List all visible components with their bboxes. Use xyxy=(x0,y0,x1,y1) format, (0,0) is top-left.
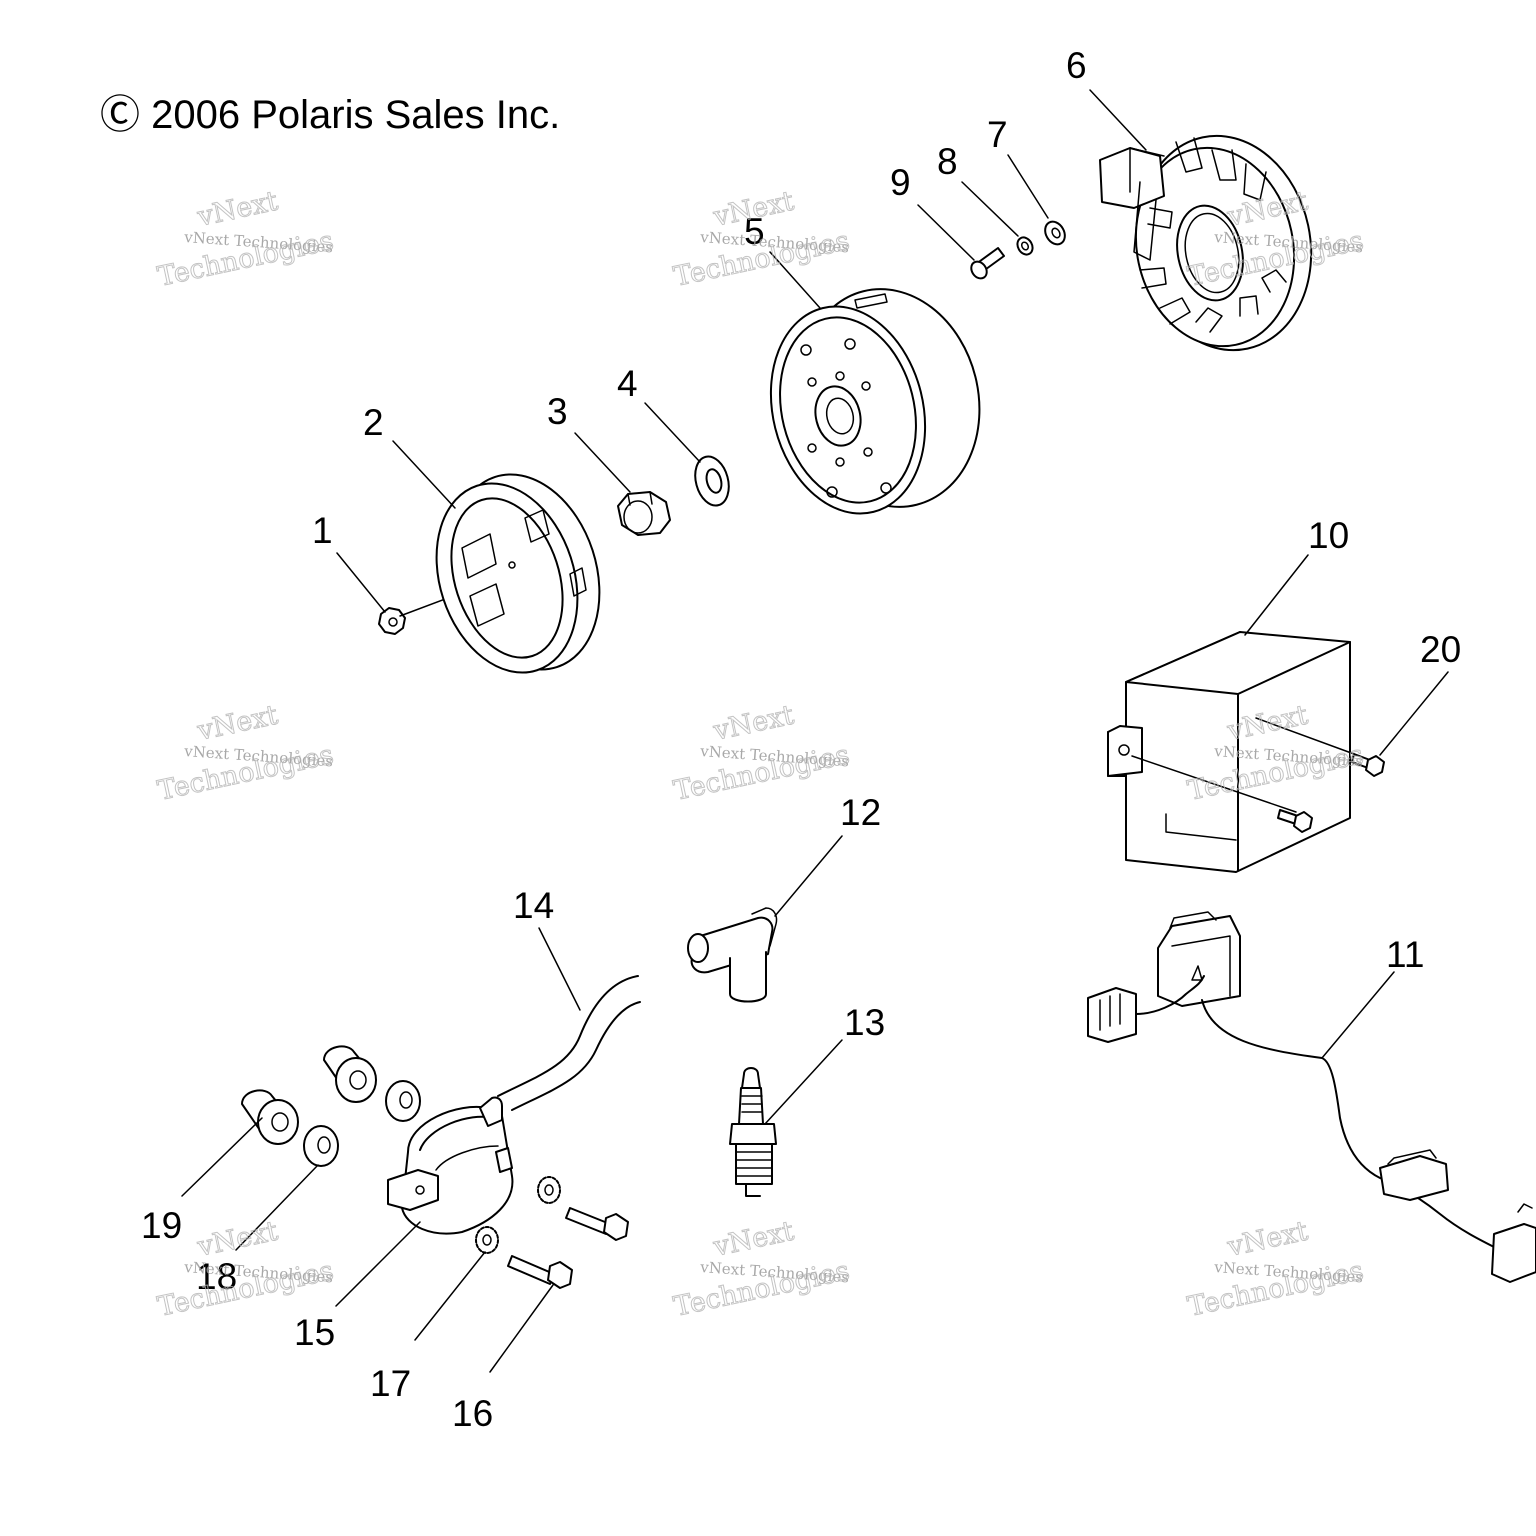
part-12-spark-plug-cap xyxy=(687,907,778,1003)
callout-8: 8 xyxy=(937,141,958,182)
svg-text:vNext: vNext xyxy=(194,700,281,747)
part-2-starter-cup xyxy=(435,473,601,674)
callout-6: 6 xyxy=(1066,45,1087,86)
part-4-washer xyxy=(694,455,730,507)
svg-text:vNext: vNext xyxy=(194,1216,281,1263)
callout-16: 16 xyxy=(452,1393,493,1434)
part-14-ignition-wire xyxy=(497,975,641,1111)
svg-text:vNext: vNext xyxy=(710,700,797,747)
part-5-flywheel xyxy=(769,288,981,515)
part-11-wire-harness xyxy=(1087,911,1536,1283)
callout-7: 7 xyxy=(987,114,1008,155)
callout-18: 18 xyxy=(196,1256,237,1297)
callout-3: 3 xyxy=(547,391,568,432)
leader-lines xyxy=(181,89,1449,1373)
svg-text:vNext: vNext xyxy=(194,186,281,233)
part-10-cdi-box xyxy=(1107,631,1355,873)
callout-10: 10 xyxy=(1308,515,1349,556)
callout-1: 1 xyxy=(312,510,333,551)
callout-20: 20 xyxy=(1420,629,1461,670)
copyright-text: Ⓒ 2006 Polaris Sales Inc. xyxy=(100,93,560,137)
watermark: vNext vNext Technologies Technologies xyxy=(155,185,337,293)
watermark: vNext vNext Technologies Technologies xyxy=(671,1215,853,1323)
part-18-grommet xyxy=(303,1080,421,1167)
callout-9: 9 xyxy=(890,162,911,203)
watermark: vNext vNext Technologies Technologies xyxy=(671,699,853,807)
part-6-stator xyxy=(1099,134,1313,352)
part-20-bolt xyxy=(1277,753,1385,833)
callout-5: 5 xyxy=(744,211,765,252)
callout-15: 15 xyxy=(294,1312,335,1353)
svg-text:vNext: vNext xyxy=(1224,1216,1311,1263)
callout-19: 19 xyxy=(141,1205,182,1246)
watermark: vNext vNext Technologies Technologies xyxy=(155,1215,337,1323)
part-8-lock-washer xyxy=(1016,236,1034,256)
part-9-screw xyxy=(970,247,1005,280)
watermark: vNext vNext Technologies Technologies xyxy=(155,699,337,807)
watermark: vNext vNext Technologies Technologies xyxy=(671,185,853,293)
part-19-bushing xyxy=(241,1045,377,1145)
callout-labels: 1 2 3 4 5 6 7 8 9 10 11 12 13 14 15 16 1… xyxy=(141,45,1461,1434)
callout-14: 14 xyxy=(513,885,554,926)
callout-17: 17 xyxy=(370,1363,411,1404)
part-16-bolt xyxy=(507,1207,629,1289)
callout-4: 4 xyxy=(617,363,638,404)
part-7-washer xyxy=(1044,220,1066,246)
part-17-star-washer xyxy=(475,1176,561,1254)
callout-13: 13 xyxy=(844,1002,885,1043)
part-15-ignition-coil xyxy=(387,1096,514,1235)
callout-11: 11 xyxy=(1386,934,1424,975)
callout-2: 2 xyxy=(363,402,384,443)
callout-12: 12 xyxy=(840,792,881,833)
part-3-hex-nut xyxy=(617,491,671,536)
svg-text:vNext: vNext xyxy=(710,1216,797,1263)
part-13-spark-plug xyxy=(729,1067,777,1197)
watermark: vNext vNext Technologies Technologies xyxy=(1185,1215,1367,1323)
